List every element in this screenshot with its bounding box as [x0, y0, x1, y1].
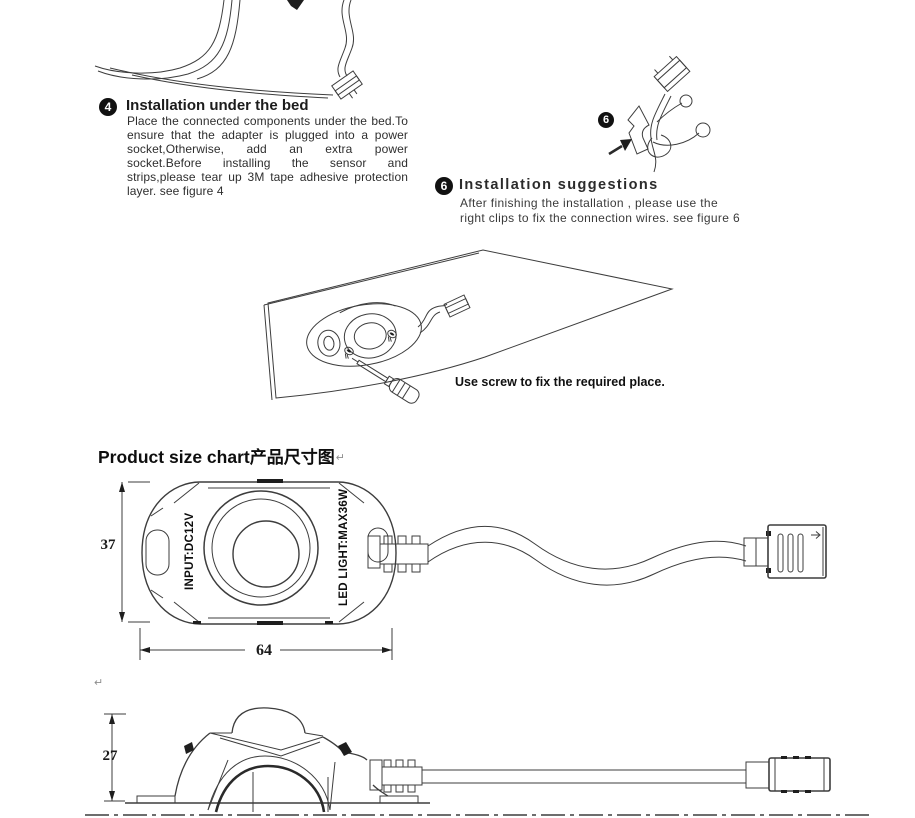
- figure6-marker-badge: 6: [598, 112, 614, 128]
- connection-wires: [647, 93, 711, 173]
- sensor-device: [306, 302, 422, 367]
- side-view-drawing: [85, 707, 872, 816]
- step6-title: Installation suggestions: [459, 177, 659, 193]
- side-view-height-label: 27: [102, 748, 118, 764]
- step6-body-line1: After finishing the installation , pleas…: [460, 196, 718, 210]
- led-strip-connector: [745, 756, 831, 793]
- cable-connector: [331, 70, 363, 100]
- input-rating-label: INPUT:DC12V: [184, 512, 196, 590]
- device-side-outline: [125, 707, 430, 804]
- cable-strain-relief: [367, 535, 429, 573]
- paragraph-mark: ↵: [94, 677, 104, 689]
- arrow-icon: [608, 139, 632, 156]
- sensor-lens: [203, 490, 319, 606]
- device-cable: [417, 294, 471, 334]
- left-mounting-slot: [145, 529, 170, 576]
- step4-body: Place the connected components under the…: [127, 114, 408, 198]
- figure4-strip-wires-illustration: [94, 0, 363, 100]
- strip-wires: [94, 0, 334, 99]
- screwdriver-icon: [351, 357, 420, 404]
- cable-strain-relief: [369, 759, 423, 793]
- screw-fixing-illustration: [263, 249, 674, 404]
- step6-number-badge: 6: [435, 177, 453, 195]
- dimension-height-37: [119, 481, 150, 623]
- sensor-cable: [331, 0, 363, 100]
- screw-icon: [387, 329, 397, 342]
- output-cable: [427, 525, 747, 586]
- top-view-height-label: 37: [100, 537, 116, 553]
- figure6-clip-illustration: [608, 55, 711, 173]
- paragraph-mark: ↵: [335, 452, 345, 464]
- under-arch: [207, 755, 336, 813]
- size-chart-heading-zh: 产品尺寸图: [249, 448, 335, 467]
- screw-icon: [344, 346, 354, 359]
- size-chart-heading-en: Product size chart: [98, 447, 250, 467]
- output-rating-label: LED LIGHT:MAX36W: [338, 488, 350, 606]
- wire-connector: [653, 55, 691, 93]
- step6-body-line2: right clips to fix the connection wires.…: [460, 211, 741, 225]
- fixing-clip: [627, 105, 650, 155]
- mounting-board: [263, 249, 674, 401]
- screw-figure-caption: Use screw to fix the required place.: [455, 375, 665, 389]
- led-strip-connector: [743, 524, 827, 579]
- output-cable: [422, 769, 746, 784]
- top-view-width-label: 64: [256, 642, 272, 659]
- direction-arrow-icon: [811, 531, 821, 539]
- dimension-width-64: [139, 628, 393, 660]
- top-view-drawing: [119, 479, 827, 660]
- step4-number-badge: 4: [99, 98, 117, 116]
- arrow-icon: [287, 0, 304, 10]
- dimension-height-27: [104, 713, 126, 802]
- size-chart-heading: Product size chart产品尺寸图↵: [98, 443, 345, 468]
- right-mounting-slot: [367, 527, 389, 563]
- device-body-outline: [141, 479, 397, 625]
- step4-title: Installation under the bed: [126, 97, 309, 114]
